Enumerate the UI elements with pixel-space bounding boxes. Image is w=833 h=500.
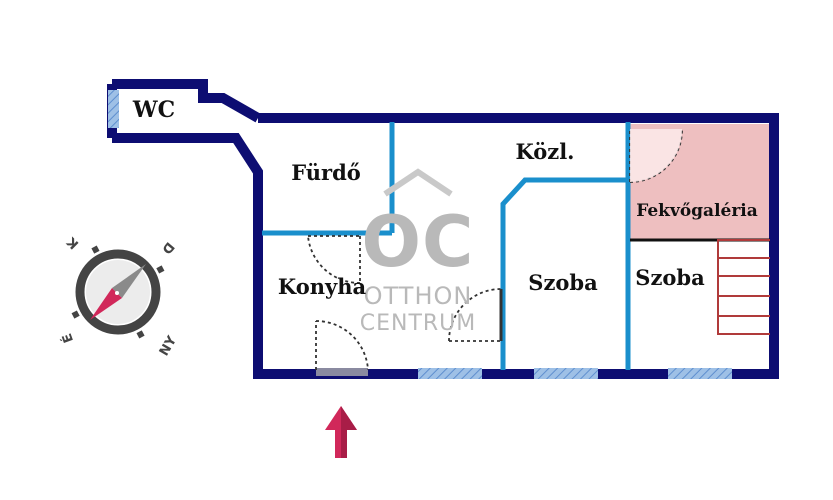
room-label-szoba-middle: Szoba [528,270,598,295]
room-label-wc: WC [132,97,175,123]
room-label-konyha: Konyha [278,274,367,299]
window-bottom-2 [534,368,598,379]
wc-window [108,90,119,128]
watermark-house-icon [383,168,453,197]
outer-wall-wc [112,79,261,123]
compass-label-k: K [64,233,82,251]
compass-label-ny: NY [157,333,180,359]
entrance-arrow-icon [325,406,357,458]
compass-label-d: D [158,239,177,257]
watermark-logo: OC [362,201,475,283]
room-label-fekvogaleria: Fekvőgaléria [636,201,758,221]
compass-icon: K D NY É [59,233,180,359]
window-bottom-1 [418,368,482,379]
room-label-kozl: Közl. [515,139,574,164]
watermark-line2: CENTRUM [360,311,477,336]
room-label-furdo: Fürdő [291,160,361,185]
compass-label-e: É [59,331,77,345]
outer-wall [112,113,779,379]
watermark: OC OTTHON CENTRUM [360,168,477,336]
stairs [717,239,770,335]
window-bottom-3 [668,368,732,379]
room-label-szoba-right: Szoba [635,265,705,290]
watermark-line1: OTTHON [364,282,473,310]
inner-walls [262,122,631,370]
entrance-threshold [316,368,368,376]
gallery-door-fill [630,129,683,182]
